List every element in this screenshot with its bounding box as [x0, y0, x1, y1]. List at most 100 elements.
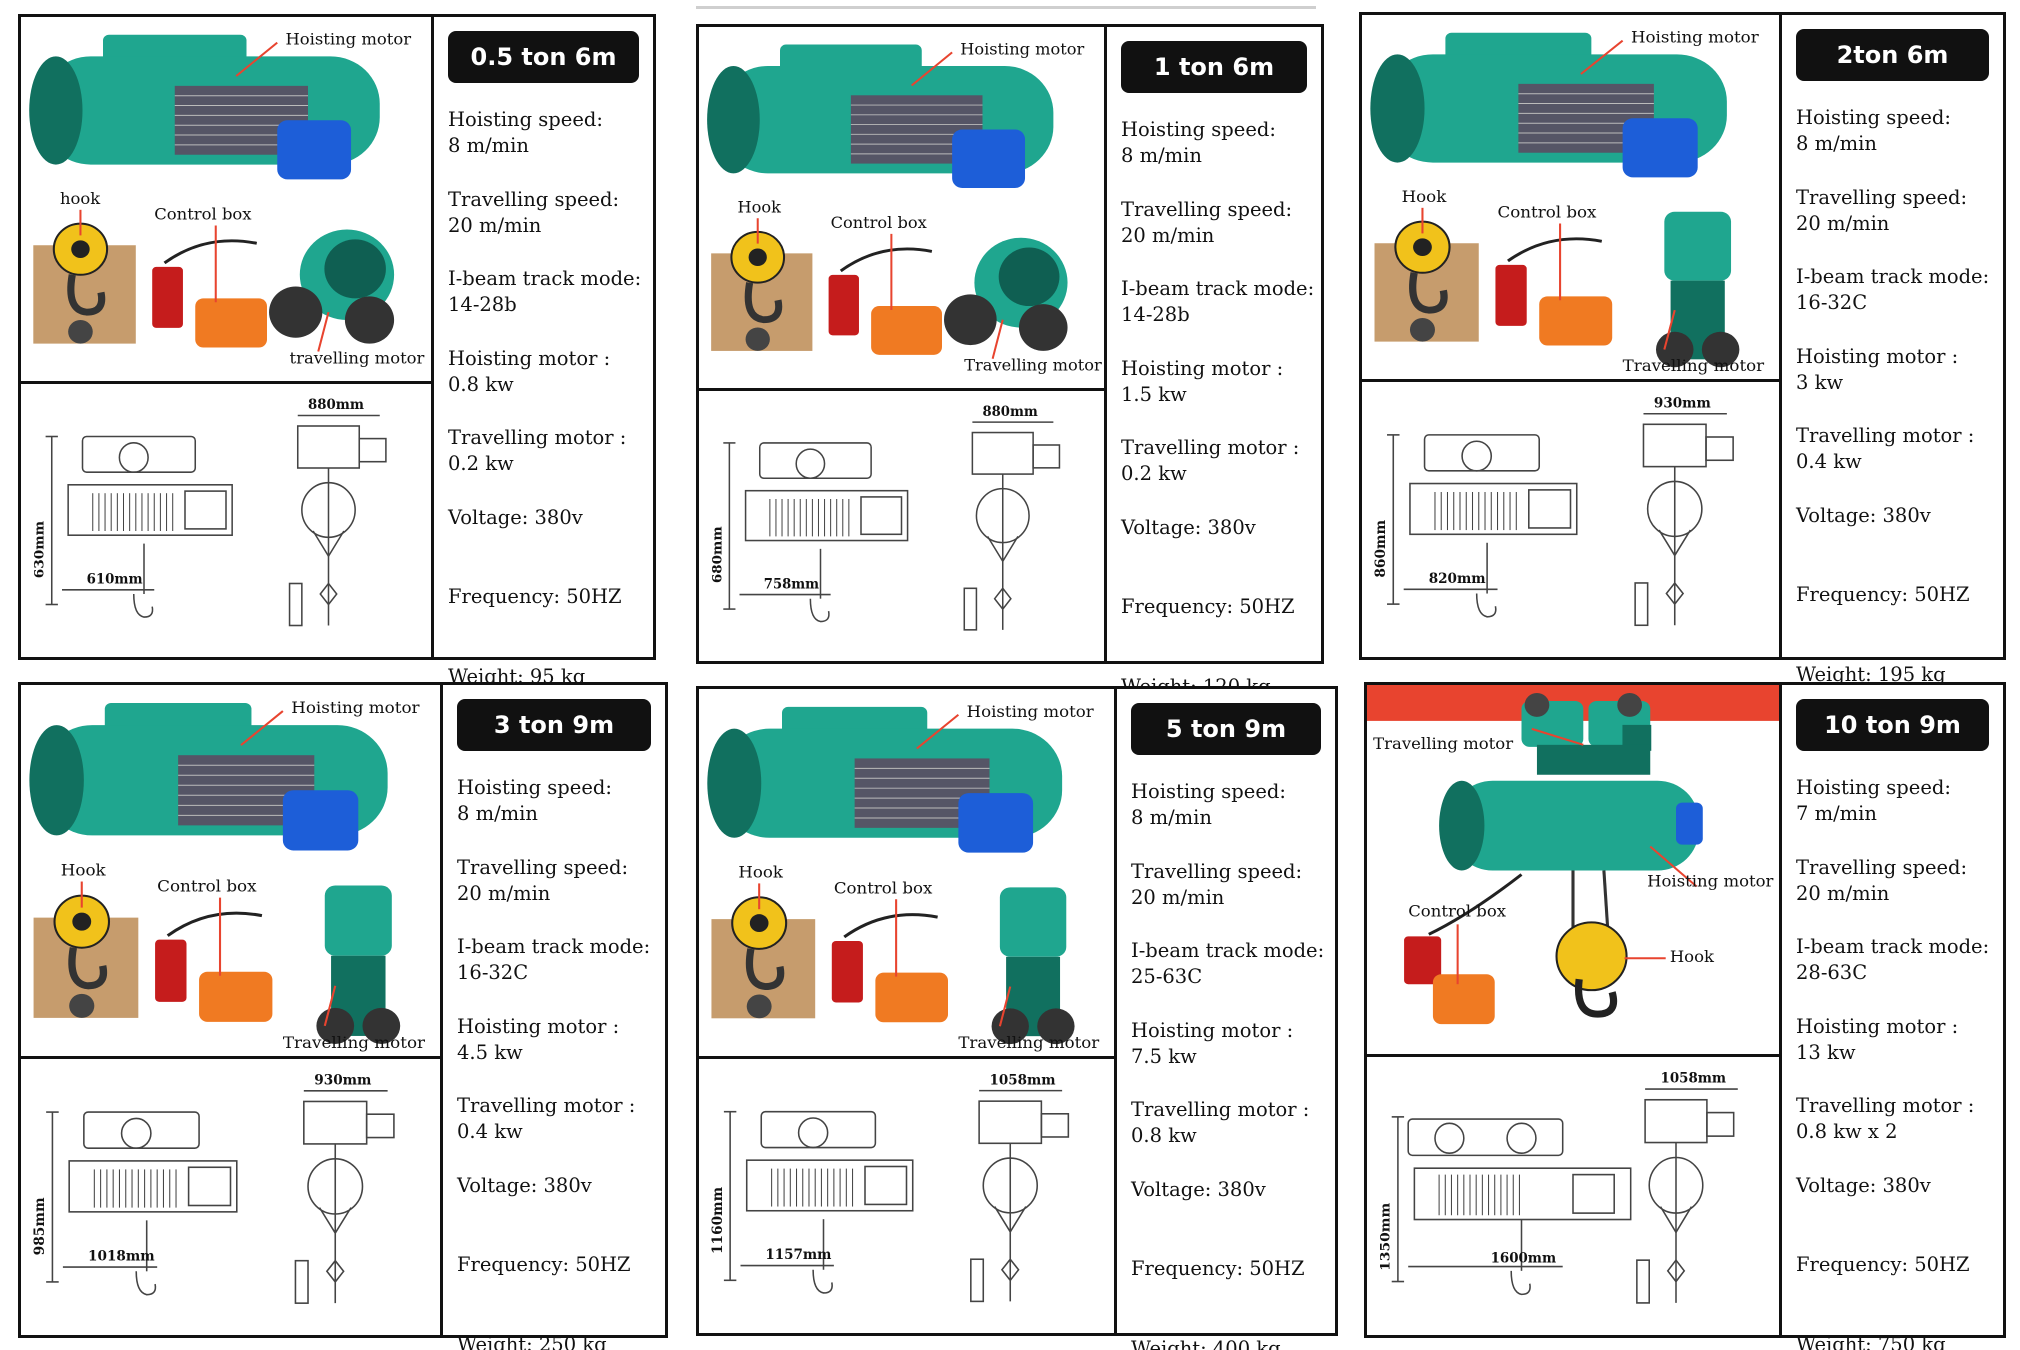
spec-label: I-beam track mode: — [1796, 265, 1990, 288]
product-photo: Travelling motor Hoisting motor Control … — [1367, 685, 1779, 1057]
dimension-width: 880mm — [983, 404, 1038, 420]
hook-label: Hook — [737, 198, 781, 217]
spec-label: Hoisting speed: — [1796, 776, 1951, 799]
spec-value: 4.5 kw — [457, 1040, 523, 1064]
product-title: 5 ton 9m — [1131, 703, 1321, 755]
dimension-height: 680mm — [709, 526, 725, 583]
product-images: Hoisting motor Hook Control box Travelli… — [699, 689, 1117, 1333]
technical-drawing: 1058mm 1160mm 1157mm — [699, 1059, 1114, 1333]
spec-item: Hoisting motor : 3 kw — [1796, 344, 1997, 424]
spec-item: Frequency: 50HZ — [1131, 1256, 1329, 1336]
spec-label: I-beam track mode: — [448, 267, 642, 290]
spec-label: Frequency: 50HZ — [448, 585, 622, 608]
spec-label: Hoisting motor : — [1121, 356, 1284, 380]
spec-label: Travelling motor : — [1131, 1098, 1310, 1121]
product-images: Hoisting motor Hook Control box Travelli… — [699, 27, 1107, 661]
spec-value: 0.8 kw — [448, 372, 514, 396]
dimension-height: 860mm — [1373, 519, 1389, 577]
spec-list: Hoisting speed: 8 m/min Travelling speed… — [448, 107, 647, 743]
spec-item: Voltage: 380v — [1796, 1173, 1997, 1253]
spec-item: Frequency: 50HZ — [448, 584, 647, 664]
product-images: Hoisting motor Hook Control box Travelli… — [1362, 15, 1782, 657]
spec-label: Travelling speed: — [1796, 185, 1968, 209]
hoisting-motor-label: Hoisting motor — [1647, 872, 1774, 891]
technical-drawing: 1058mm 1350mm 1600mm — [1367, 1057, 1779, 1335]
technical-drawing: 880mm 680mm 758mm — [699, 391, 1104, 661]
dimension-base: 1157mm — [765, 1247, 832, 1263]
spec-item: Travelling speed: 20 m/min — [457, 855, 659, 935]
spec-item: I-beam track mode: 14-28b — [1121, 276, 1315, 356]
spec-value: 14-28b — [1121, 303, 1190, 326]
hook-label: Hook — [1670, 947, 1714, 966]
spec-value: 1.5 kw — [1121, 382, 1187, 406]
spec-value: 20 m/min — [1131, 885, 1225, 909]
spec-item: I-beam track mode: 28-63C — [1796, 934, 1997, 1014]
spec-item: Weight: 95 kg — [448, 664, 647, 744]
spec-column: 0.5 ton 6m Hoisting speed: 8 m/min Trave… — [434, 17, 653, 688]
travelling-motor-label: Travelling motor — [964, 356, 1102, 375]
dimension-base: 758mm — [764, 576, 819, 592]
spec-item: I-beam track mode: 16-32C — [1796, 264, 1997, 344]
spec-label: Voltage: 380v — [1796, 1173, 1931, 1197]
product-photo: Hoisting motor hook Control box travelli… — [21, 17, 431, 384]
hoisting-motor-label: Hoisting motor — [1631, 28, 1759, 46]
spec-value: 0.2 kw — [448, 452, 514, 475]
spec-list: Hoisting speed: 7 m/min Travelling speed… — [1796, 775, 1997, 1350]
spec-item: Weight: 250 kg — [457, 1332, 659, 1350]
spec-label: Frequency: 50HZ — [1121, 595, 1295, 618]
spec-item: Hoisting motor : 0.8 kw — [448, 346, 647, 426]
hook-label: Hook — [61, 861, 107, 880]
dimension-base: 1600mm — [1491, 1250, 1557, 1266]
spec-label: Voltage: 380v — [1131, 1177, 1266, 1201]
product-photo: Hoisting motor Hook Control box Travelli… — [699, 689, 1114, 1059]
spec-label: Voltage: 380v — [457, 1173, 592, 1197]
spec-value: 3 kw — [1796, 370, 1844, 394]
spec-item: Travelling speed: 20 m/min — [1121, 197, 1315, 277]
product-images: Travelling motor Hoisting motor Control … — [1367, 685, 1782, 1335]
spec-label: Travelling speed: — [1121, 197, 1293, 221]
control-box-label: Control box — [157, 877, 257, 896]
spec-label: Hoisting motor : — [448, 346, 611, 370]
product-title: 0.5 ton 6m — [448, 31, 639, 83]
top-divider-line — [696, 6, 1316, 9]
product-images: Hoisting motor Hook Control box Travelli… — [21, 685, 443, 1335]
spec-label: Travelling speed: — [1796, 855, 1968, 879]
spec-list: Hoisting speed: 8 m/min Travelling speed… — [457, 775, 659, 1350]
spec-label: Travelling motor : — [1796, 1094, 1975, 1117]
spec-value: 20 m/min — [1796, 881, 1890, 905]
dimension-width: 1058mm — [990, 1072, 1057, 1088]
dimension-base: 1018mm — [88, 1249, 155, 1265]
travelling-motor-label: Travelling motor — [958, 1033, 1099, 1052]
spec-item: I-beam track mode: 16-32C — [457, 934, 659, 1014]
product-panel: Hoisting motor hook Control box travelli… — [18, 14, 656, 688]
dimension-width: 930mm — [1654, 395, 1711, 411]
spec-label: Travelling motor : — [1121, 436, 1300, 459]
spec-label: Hoisting speed: — [448, 108, 603, 131]
spec-value: 0.8 kw — [1131, 1124, 1197, 1147]
spec-label: Travelling motor : — [448, 426, 627, 449]
spec-item: Weight: 750 kg — [1796, 1332, 1997, 1350]
control-box-label: Control box — [154, 205, 251, 224]
spec-value: 0.2 kw — [1121, 462, 1187, 485]
dimension-height: 1350mm — [1378, 1202, 1394, 1271]
spec-item: I-beam track mode: 14-28b — [448, 266, 647, 346]
spec-item: Hoisting motor : 13 kw — [1796, 1014, 1997, 1094]
spec-item: Frequency: 50HZ — [1796, 1252, 1997, 1332]
spec-value: 7.5 kw — [1131, 1044, 1197, 1068]
technical-drawing: 930mm 985mm 1018mm — [21, 1059, 440, 1335]
hook-label: Hook — [1402, 187, 1447, 205]
spec-item: Travelling speed: 20 m/min — [1796, 855, 1997, 935]
spec-label: Weight: 750 kg — [1796, 1332, 1946, 1350]
spec-label: Weight: 400 kg — [1131, 1336, 1281, 1350]
spec-column: 1 ton 6m Hoisting speed: 8 m/min Travell… — [1107, 27, 1321, 698]
spec-item: Travelling speed: 20 m/min — [1131, 859, 1329, 939]
spec-label: Hoisting speed: — [1121, 118, 1276, 141]
spec-value: 20 m/min — [448, 213, 542, 237]
product-panel: Hoisting motor Hook Control box Travelli… — [18, 682, 668, 1350]
spec-label: Hoisting motor : — [1131, 1018, 1294, 1042]
spec-value: 8 m/min — [1796, 132, 1877, 155]
spec-value: 8 m/min — [1131, 806, 1212, 829]
spec-item: Voltage: 380v — [457, 1173, 659, 1253]
hoisting-motor-label: Hoisting motor — [967, 702, 1094, 721]
spec-item: Travelling motor : 0.4 kw — [1796, 423, 1997, 503]
